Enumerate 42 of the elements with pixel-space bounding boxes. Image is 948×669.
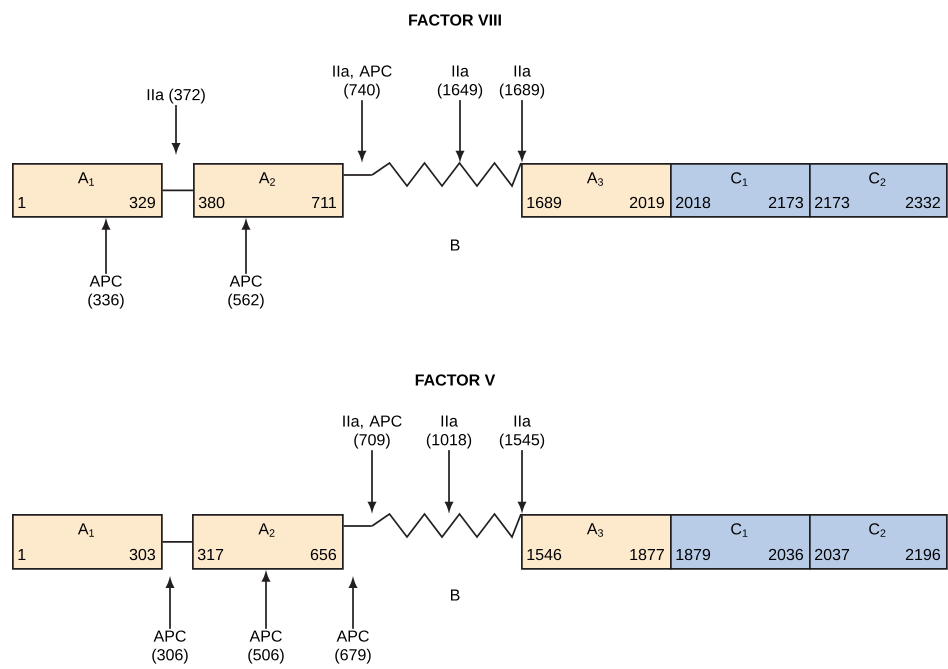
- cleavage-label: APC (679): [335, 630, 371, 664]
- zigzag-domain: B: [372, 162, 522, 250]
- arrow: [262, 572, 270, 629]
- arrow: [445, 450, 453, 512]
- arrow: [166, 578, 174, 629]
- domain-box: C$_{1}$ 1879 2036: [670, 514, 811, 570]
- cleavage-label: IIa (1689): [500, 66, 544, 98]
- domain-box: A$_{3}$ 1689 2019: [521, 163, 672, 218]
- arrow: [368, 450, 376, 512]
- cleavage-label: IIa, APC (740): [333, 65, 392, 99]
- connector-line: [344, 174, 372, 176]
- cleavage-label: IIa, APC (709): [343, 415, 402, 449]
- connector-line: [162, 541, 192, 543]
- zigzag-domain: B: [372, 512, 522, 601]
- arrow: [172, 105, 180, 152]
- domain-box: C$_{2}$ 2037 2196: [809, 514, 948, 570]
- title: FACTOR V: [416, 374, 496, 386]
- cleavage-label: IIa (372): [148, 88, 205, 104]
- connector-line: [344, 525, 372, 527]
- cleavage-label: IIa (1018): [426, 416, 472, 448]
- cleavage-label: APC (506): [248, 630, 284, 664]
- domain-box: A$_{2}$ 380 711: [193, 163, 344, 218]
- domain-box: C$_{2}$ 2173 2332: [809, 163, 948, 218]
- arrow: [358, 100, 366, 160]
- cleavage-label: IIa (1649): [438, 66, 482, 98]
- domain-box: A$_{1}$ 1 303: [12, 514, 163, 570]
- arrow: [518, 450, 526, 512]
- domain-box: A$_{2}$ 317 656: [192, 514, 344, 570]
- title: FACTOR VIII: [409, 14, 501, 26]
- domain-box: A$_{1}$ 1 329: [12, 163, 163, 218]
- arrow: [349, 578, 357, 629]
- connector-line: [162, 190, 193, 192]
- cleavage-label: APC (562): [228, 275, 264, 309]
- arrow: [518, 100, 526, 160]
- arrow: [102, 220, 110, 274]
- arrow: [456, 100, 464, 160]
- domain-box: C$_{1}$ 2018 2173: [670, 163, 811, 218]
- cleavage-label: APC (306): [152, 630, 188, 664]
- cleavage-label: APC (336): [88, 275, 124, 309]
- arrow: [242, 220, 250, 274]
- domain-box: A$_{3}$ 1546 1877: [521, 514, 672, 570]
- cleavage-label: IIa (1545): [500, 416, 544, 448]
